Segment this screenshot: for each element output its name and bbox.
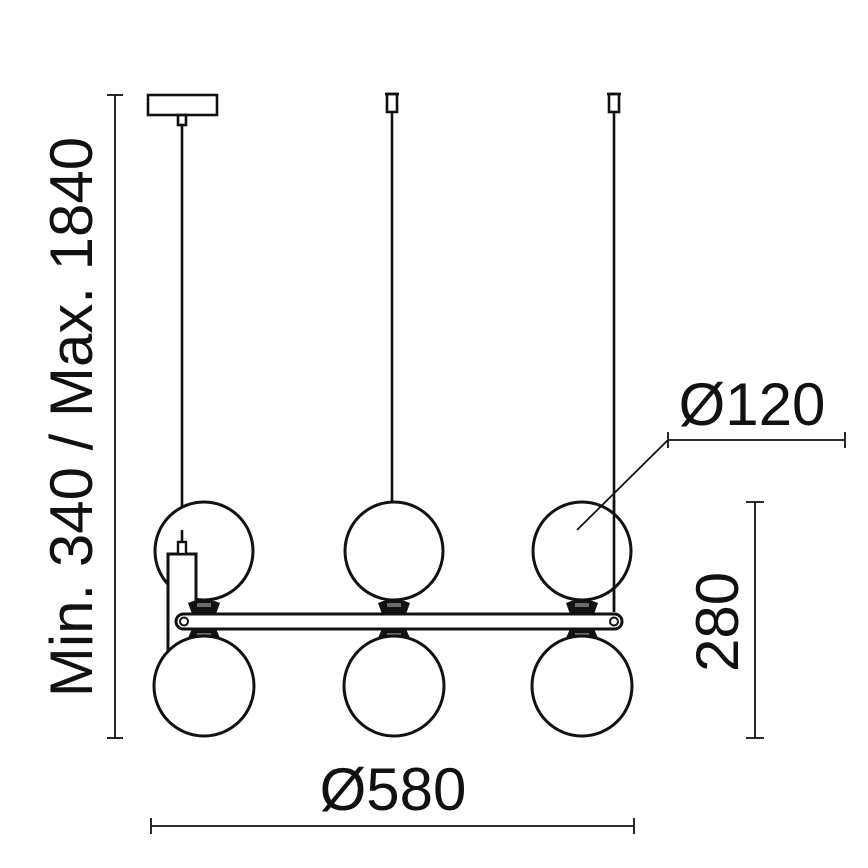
- width-dimension-label: Ø580: [320, 756, 467, 823]
- globe-bottom-left: [152, 634, 256, 738]
- body-height-label: 280: [684, 572, 751, 672]
- globe-top-right: [531, 500, 633, 602]
- cable-fixing-middle: [385, 92, 399, 123]
- globe-bottom-right: [530, 634, 634, 738]
- globe-top-middle: [343, 500, 445, 602]
- ceiling-canopy: [146, 93, 219, 127]
- globe-diameter-label: Ø120: [679, 371, 826, 438]
- cable-fixing-right: [607, 92, 621, 123]
- height-dimension-label: Min. 340 / Max. 1840: [38, 137, 105, 697]
- globe-diameter-dimension: [576, 432, 846, 531]
- width-dimension-line: [150, 818, 635, 834]
- crossbar-rod: [174, 612, 624, 631]
- height-dimension-line: [107, 94, 123, 739]
- body-height-dimension: [746, 501, 764, 739]
- globe-bottom-middle: [342, 634, 446, 738]
